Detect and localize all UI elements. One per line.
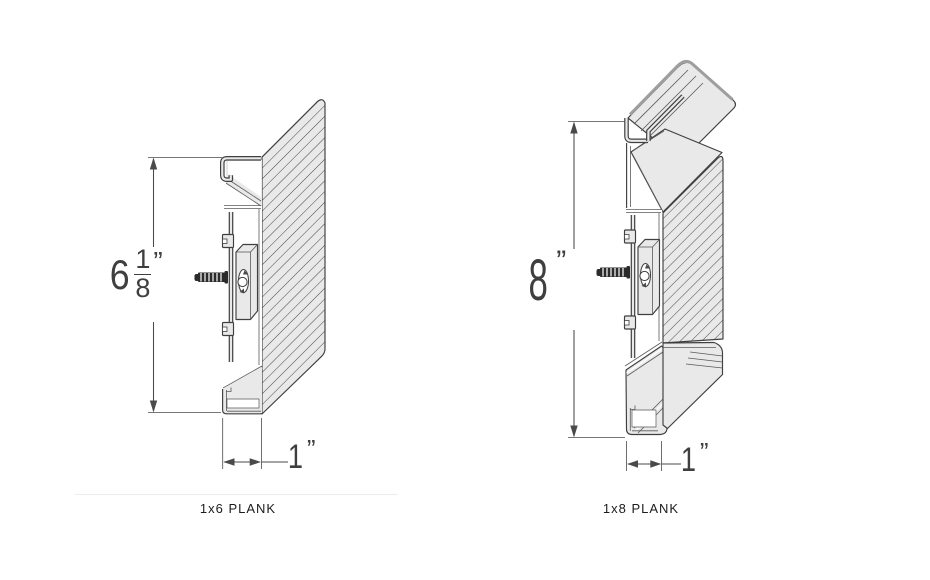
caption-plank-1x6: 1x6 PLANK bbox=[199, 501, 277, 516]
width-dimension-label-1x6: 1 ” bbox=[286, 436, 316, 476]
plank-1x6-foot-channel bbox=[222, 367, 262, 415]
plank-1x6-section-hatch bbox=[261, 99, 326, 415]
clip-screw bbox=[194, 271, 228, 284]
plank-1x8-bottom-step bbox=[662, 341, 724, 430]
plank-1x6-width-dimension bbox=[222, 418, 288, 469]
plank-1x8-foot-channel bbox=[625, 345, 669, 436]
plank-1x8-mounting-clip bbox=[596, 215, 661, 358]
plank-1x8-section-hatch bbox=[662, 155, 724, 344]
fraction-bar bbox=[134, 273, 152, 276]
plank-1x6-height-dimension bbox=[148, 157, 222, 413]
plank-1x6-top-channel bbox=[220, 156, 261, 182]
clip-hook-top bbox=[221, 233, 235, 249]
inch-marks: ” bbox=[306, 434, 316, 464]
inch-marks: ” bbox=[699, 437, 709, 467]
height-dimension-label-1x8: 8 ” bbox=[522, 247, 566, 313]
plank-1x6-drawing bbox=[148, 99, 326, 469]
width-dimension-label-1x8: 1 ” bbox=[679, 439, 709, 479]
dimension-whole: 8 bbox=[528, 248, 548, 313]
clip-hook-top bbox=[623, 229, 637, 244]
fraction-denominator: 8 bbox=[135, 273, 151, 304]
dimension-value: 1 bbox=[680, 441, 697, 479]
plank-1x8-width-dimension bbox=[626, 441, 681, 471]
plank-1x8-drawing bbox=[568, 60, 737, 471]
inch-marks: ” bbox=[556, 245, 566, 278]
clip-plate bbox=[235, 243, 259, 321]
dimension-fraction: 1 8 bbox=[134, 244, 152, 304]
dimension-value: 1 bbox=[287, 438, 304, 476]
caption-plank-1x8: 1x8 PLANK bbox=[602, 501, 680, 516]
plank-1x8-top-slope bbox=[626, 128, 723, 213]
clip-hook-bottom bbox=[221, 321, 235, 337]
clip-screw bbox=[596, 266, 630, 279]
plank-1x8-top-channel bbox=[624, 94, 685, 144]
dimension-whole: 6 bbox=[109, 250, 130, 298]
clip-plate bbox=[637, 238, 661, 316]
plank-1x8-height-dimension bbox=[568, 121, 625, 438]
fraction-numerator: 1 bbox=[135, 244, 151, 274]
inch-marks: ” bbox=[153, 245, 162, 277]
figure-divider-line bbox=[75, 494, 398, 495]
clip-hook-bottom bbox=[623, 315, 637, 330]
plank-1x6-mounting-clip bbox=[194, 212, 259, 362]
height-dimension-label-1x6: 6 1 8 ” bbox=[108, 244, 163, 304]
